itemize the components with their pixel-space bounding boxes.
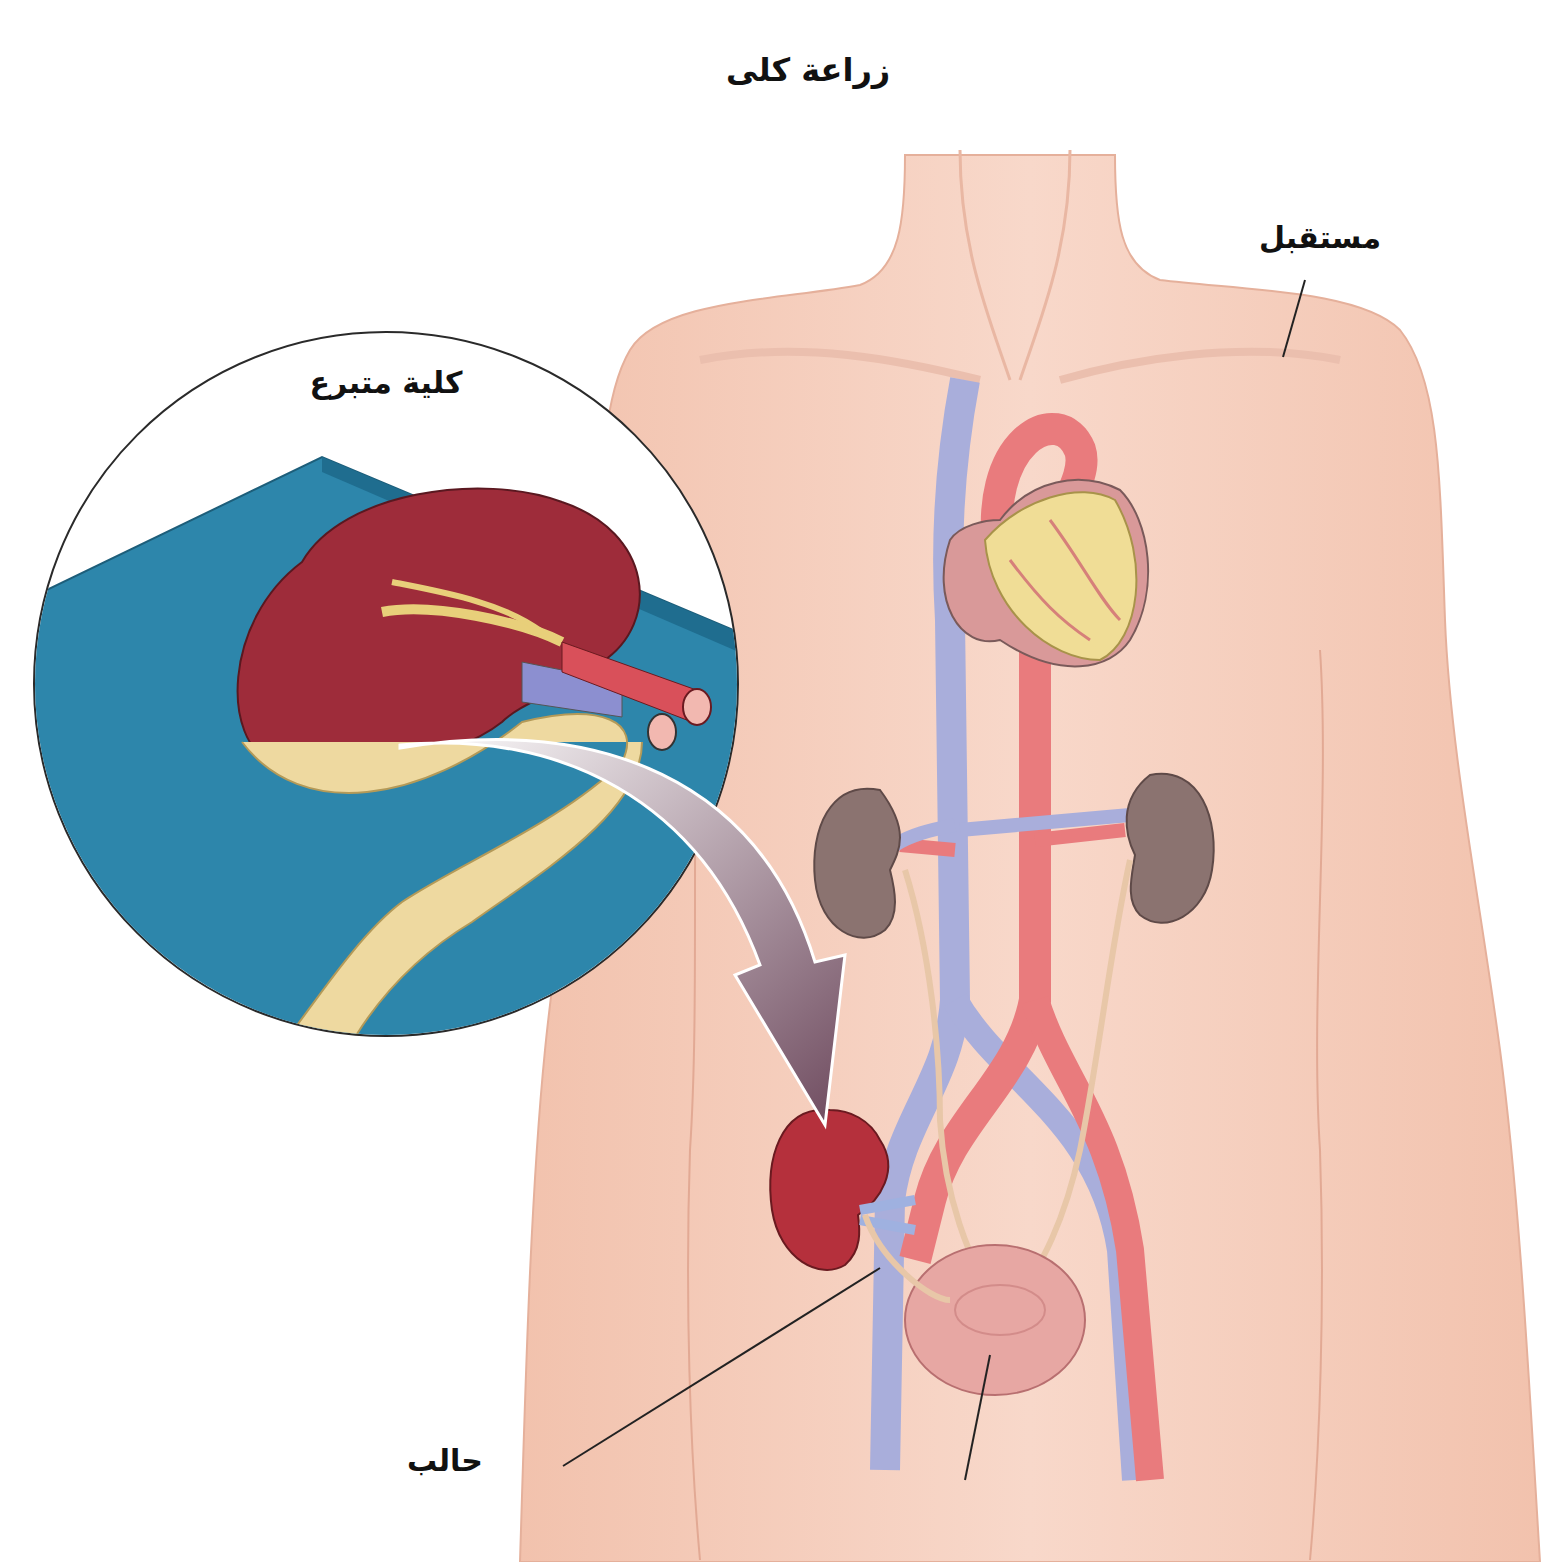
heart [944, 480, 1148, 666]
part-label: حالب [407, 1443, 483, 1478]
neck-line [960, 150, 1070, 380]
iliac-vein [955, 1000, 1135, 1480]
arm-line [1310, 650, 1323, 1560]
diagram-title: زراعة كلى [726, 51, 890, 89]
leader-line [1283, 280, 1305, 357]
native-kidney [1127, 774, 1214, 923]
leader-line [563, 1268, 880, 1466]
part-label: مستقبل [1259, 220, 1381, 255]
bladder [905, 1245, 1085, 1395]
native-kidney [814, 789, 900, 938]
transplant-ureter [865, 1215, 950, 1300]
transfer-arrow [400, 740, 845, 1125]
transplanted-kidney [770, 1110, 888, 1270]
donor-kidney-illustration [35, 333, 739, 1037]
inset-title: كلية متبرع [270, 361, 503, 404]
clavicle-vessel [700, 352, 1340, 380]
inset-circle: كلية متبرع [33, 331, 739, 1037]
leader-line [965, 1355, 990, 1480]
